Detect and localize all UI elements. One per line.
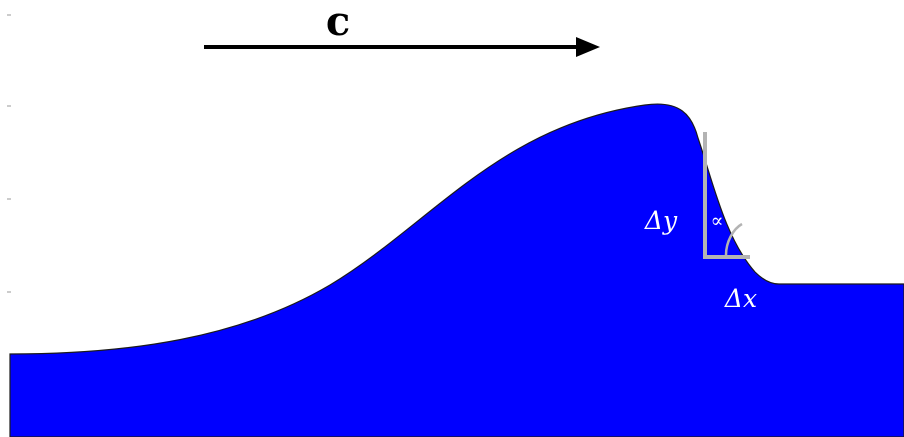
wave-speed-label: c <box>326 0 350 45</box>
angle-label: ∝ <box>711 210 724 232</box>
water-wave-body <box>9 103 904 437</box>
delta-y-label: Δy <box>644 206 678 235</box>
delta-x-label: Δx <box>724 284 757 313</box>
direction-arrow-head <box>576 37 600 57</box>
angle-arc <box>724 222 743 256</box>
